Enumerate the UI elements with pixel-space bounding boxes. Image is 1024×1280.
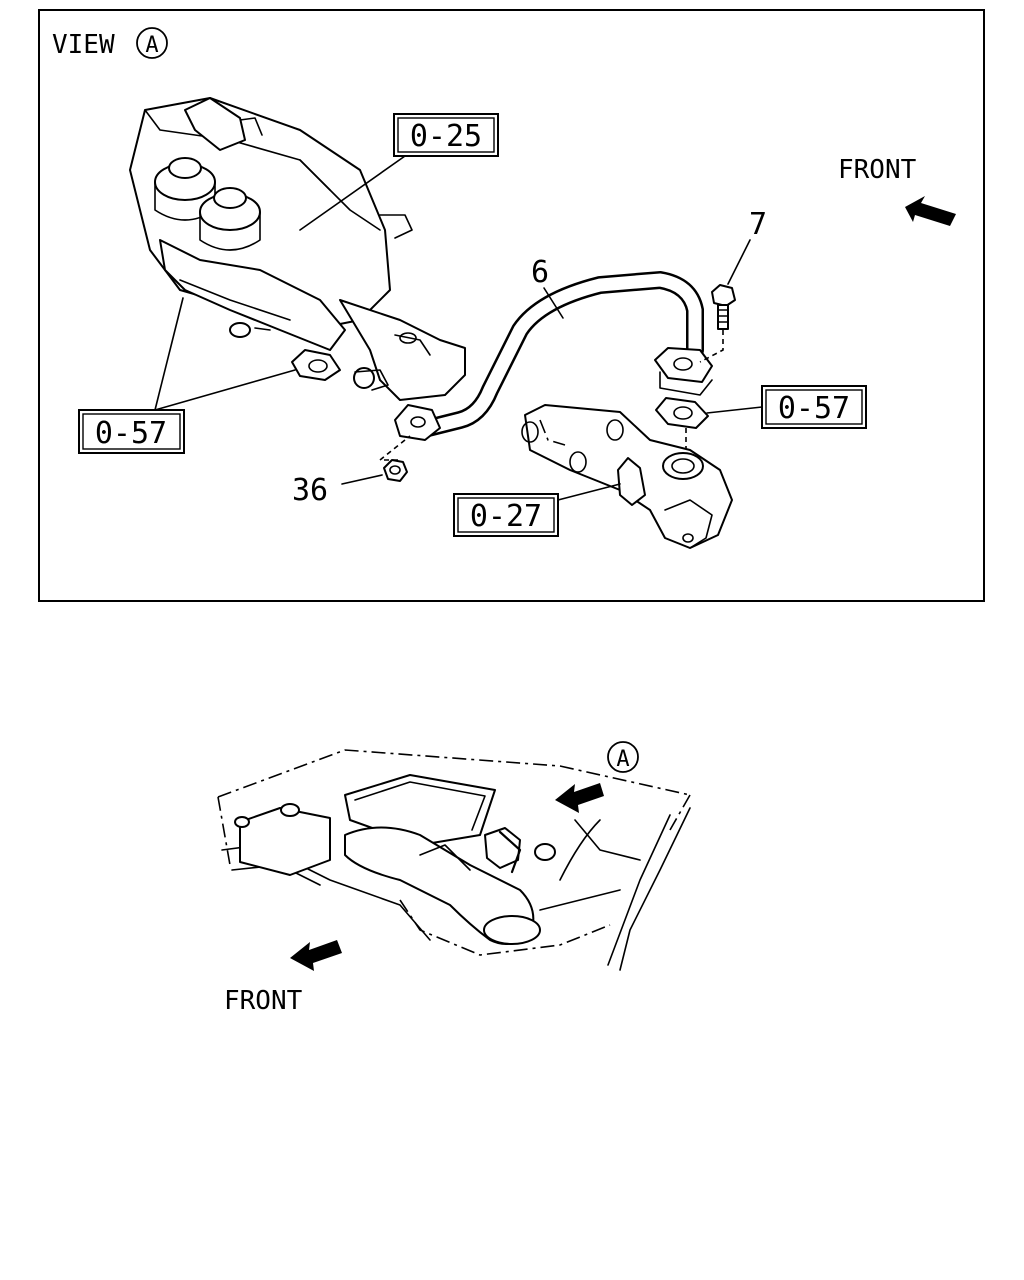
callout-0-25: 0-25: [299, 113, 499, 231]
view-marker-letter: A: [616, 747, 629, 772]
callout-0-57-left: 0-57: [78, 297, 296, 454]
nut-36: [377, 435, 411, 482]
view-title-letter: A: [145, 33, 158, 58]
callout-0-25-label: 0-25: [410, 119, 482, 154]
view-marker: A: [555, 741, 639, 813]
callout-36-label: 36: [292, 473, 328, 508]
callout-7-label: 7: [749, 207, 767, 242]
front-label-bottom: FRONT: [224, 986, 303, 1016]
callout-0-57-left-label: 0-57: [95, 416, 167, 451]
view-marker-arrow-icon: [555, 783, 604, 813]
callout-0-27-label: 0-27: [470, 499, 542, 534]
bolt-7: [699, 284, 736, 363]
callout-0-57-right: 0-57: [706, 385, 867, 429]
exhaust-manifold: [521, 404, 733, 549]
callout-36-leader: [341, 474, 383, 485]
egr-pipe: [394, 270, 713, 441]
callout-0-27: 0-27: [453, 483, 621, 537]
view-frame: [38, 9, 985, 602]
view-title-letter-circle: A: [136, 27, 168, 59]
engine-bay-overview: [217, 749, 691, 971]
callout-0-57-right-label: 0-57: [778, 391, 850, 426]
callout-6-label: 6: [531, 255, 549, 290]
gasket-left: [291, 349, 341, 381]
front-arrow-top-icon: [905, 196, 956, 226]
callout-6-leader: [543, 287, 564, 319]
callout-7-leader: [727, 239, 751, 285]
front-arrow-bottom-icon: [290, 940, 342, 971]
view-title-text: VIEW: [52, 30, 115, 60]
front-label-top: FRONT: [838, 155, 917, 185]
egr-valve-assembly: [129, 97, 466, 401]
